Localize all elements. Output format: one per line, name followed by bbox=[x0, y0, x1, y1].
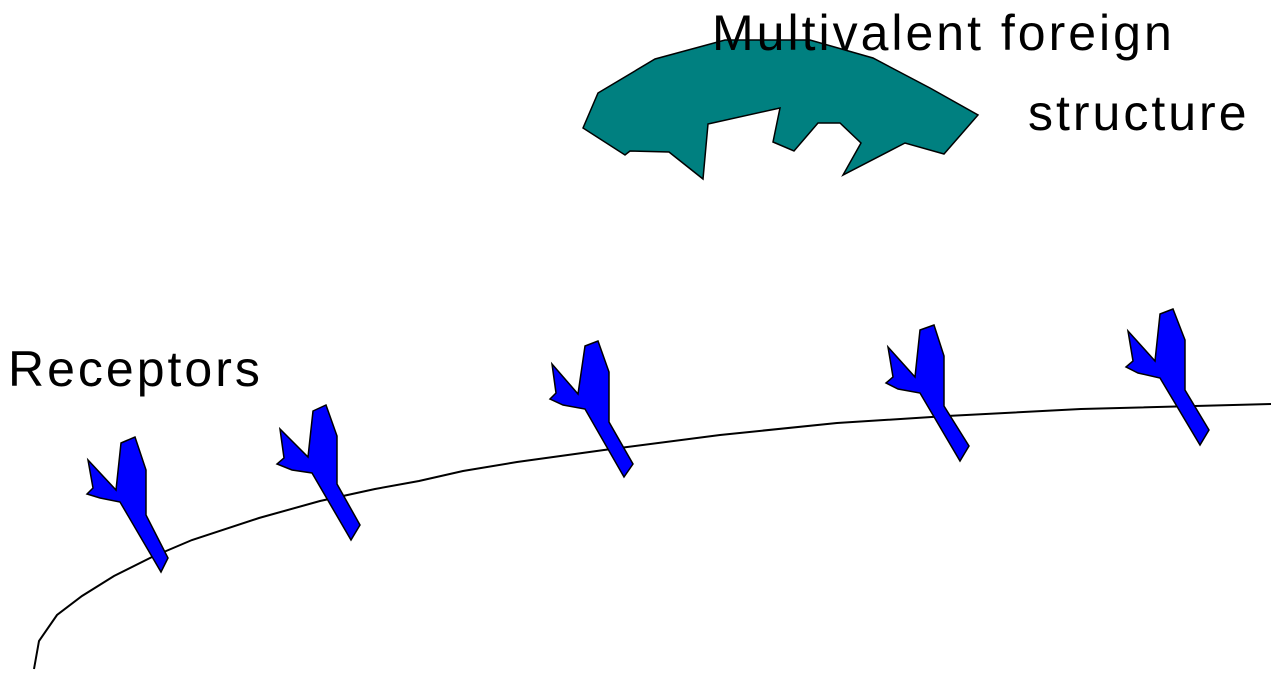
receptors-label: Receptors bbox=[8, 341, 263, 397]
receptor bbox=[275, 403, 361, 542]
receptor bbox=[548, 340, 634, 479]
cell-membrane bbox=[33, 403, 1271, 670]
receptor bbox=[884, 324, 970, 463]
foreign-structure-label-line1: Multivalent foreign bbox=[712, 5, 1175, 61]
receptor bbox=[1124, 308, 1210, 447]
receptor-group bbox=[85, 308, 1210, 574]
foreign-structure bbox=[582, 39, 980, 181]
receptor bbox=[85, 435, 169, 574]
foreign-structure-label-line2: structure bbox=[1028, 85, 1250, 141]
